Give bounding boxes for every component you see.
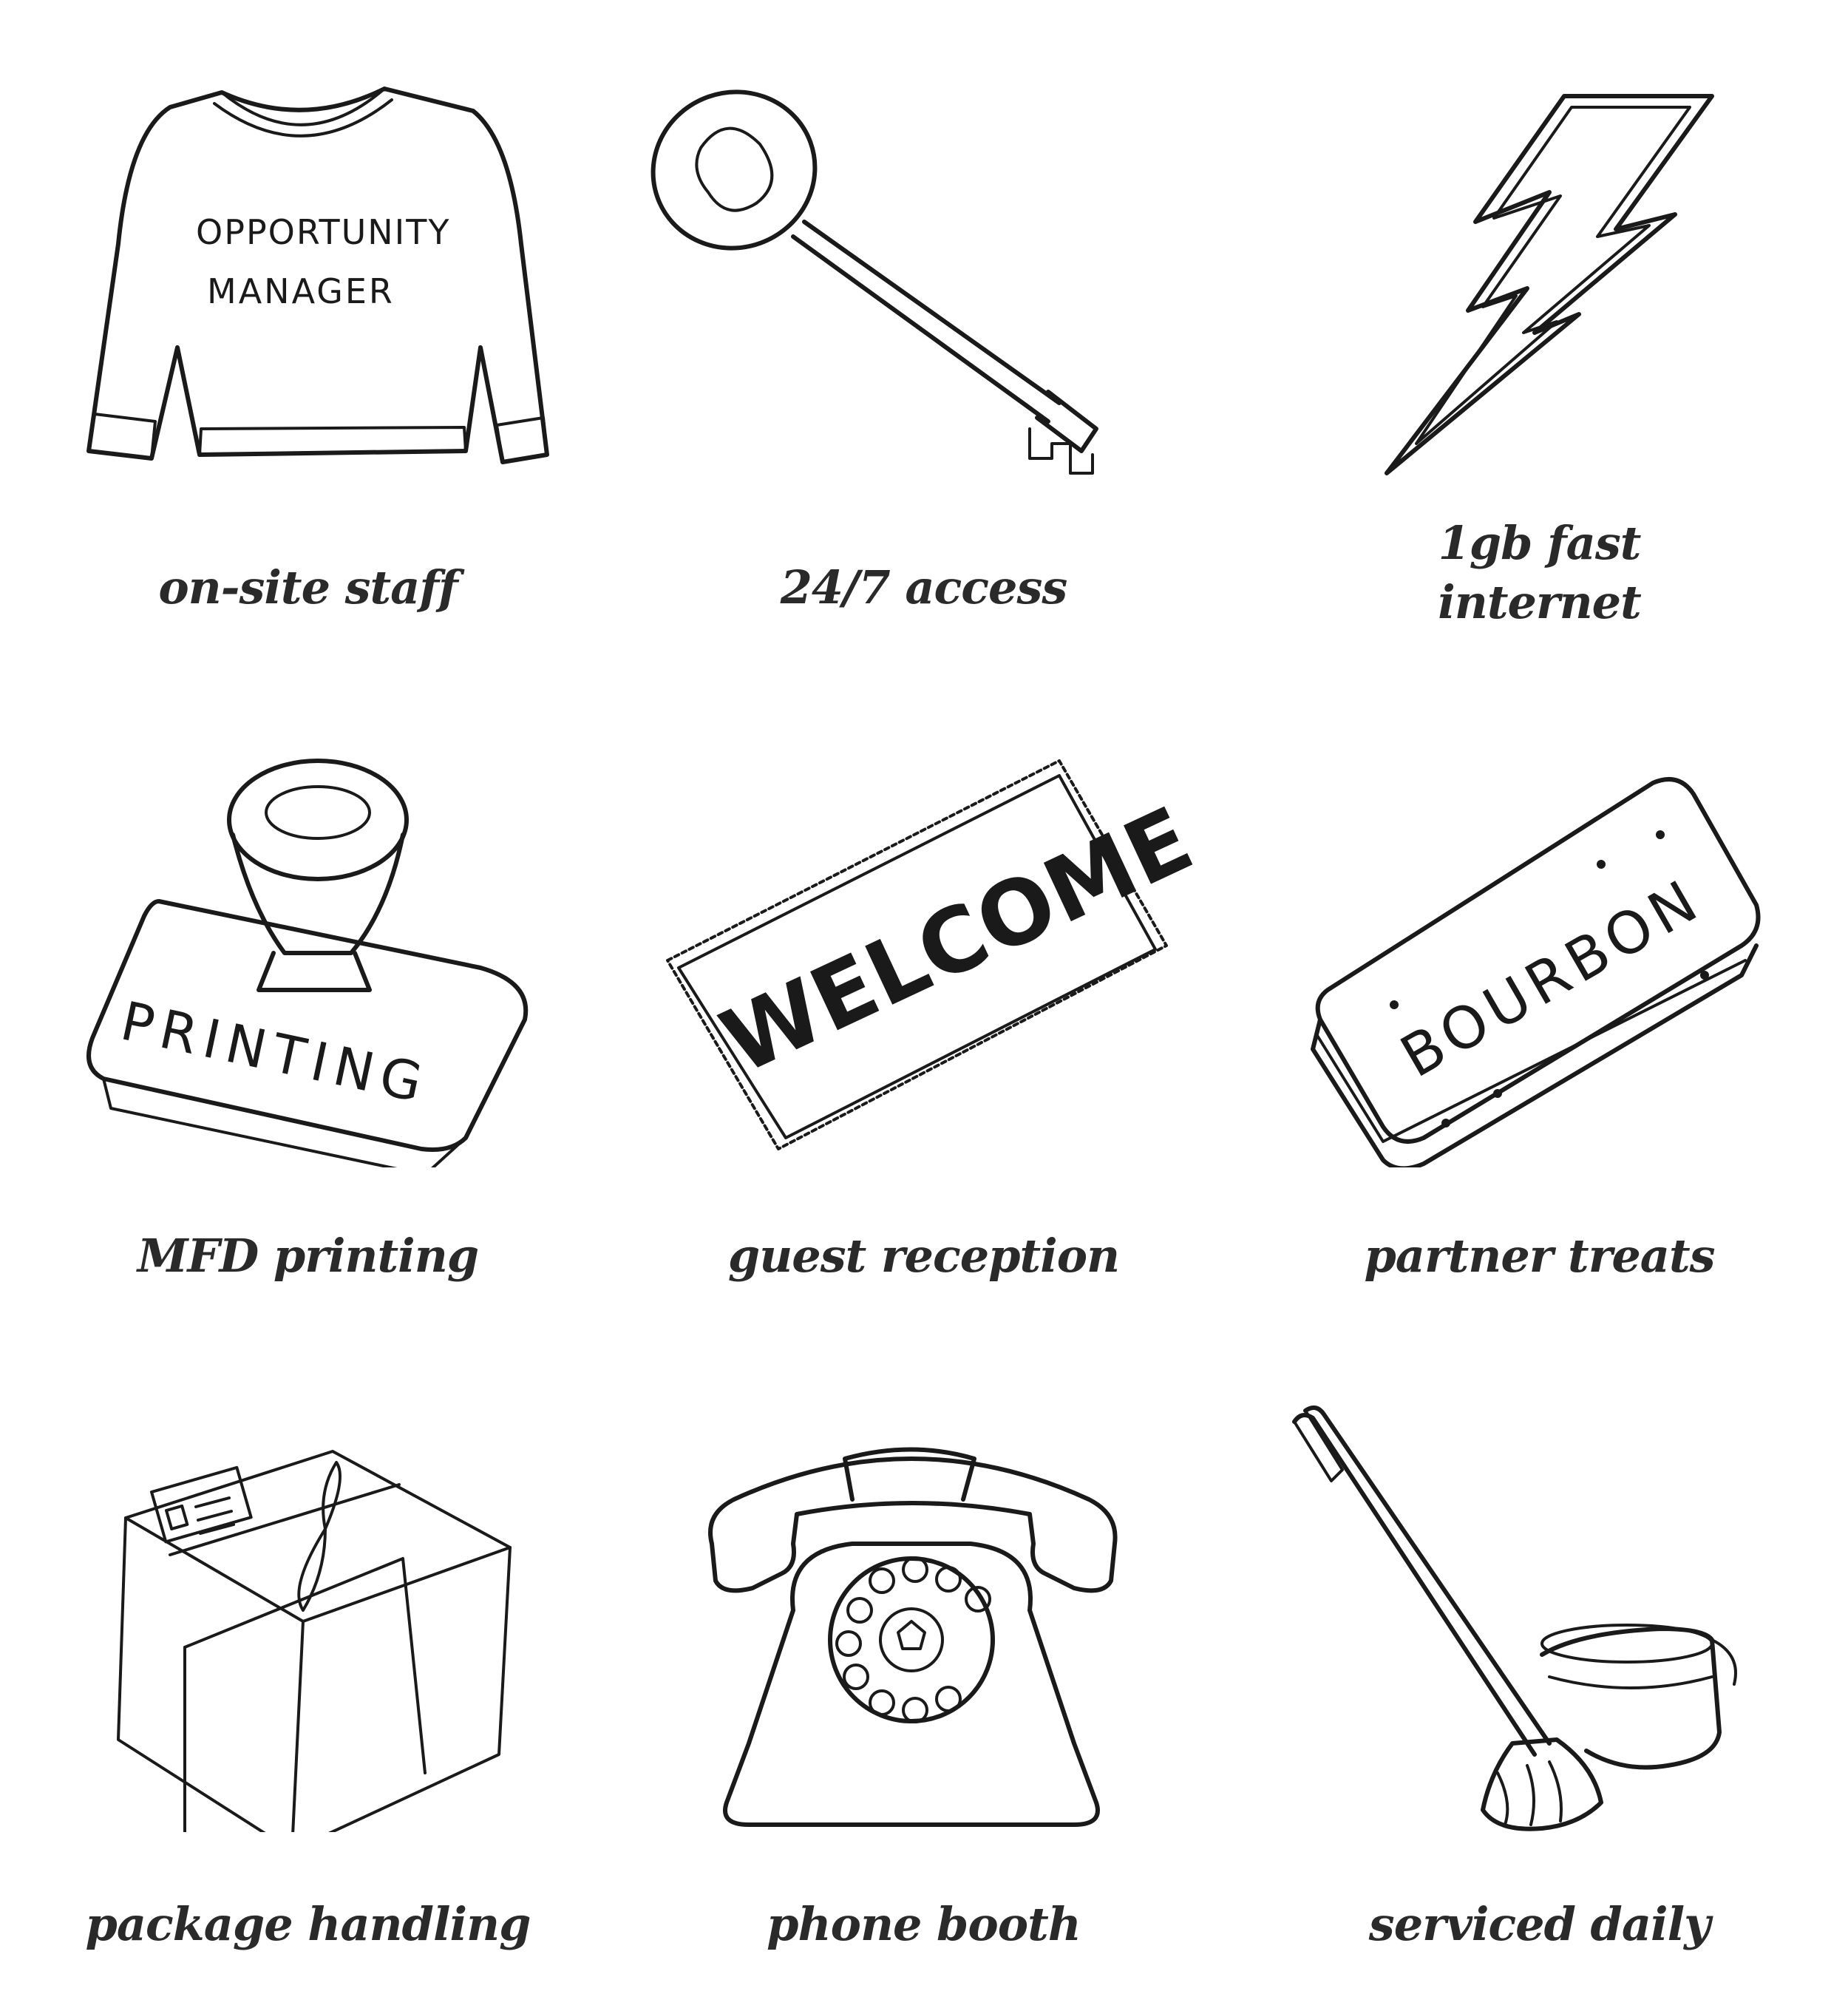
sweater-text-line-1: OPPORTUNITY (196, 212, 450, 252)
amenity-label: serviced daily (1368, 1897, 1711, 1951)
amenity-label-line-1: 1gb fast (1438, 516, 1642, 570)
rotary-phone-icon (616, 1329, 1232, 1832)
rubber-stamp-icon: PRINTING (0, 665, 616, 1176)
biscuit-icon: BOURBON (1232, 665, 1847, 1171)
doormat-icon: WELCOME (616, 665, 1232, 1167)
amenity-label: 24/7 access (780, 560, 1068, 614)
amenity-guest-reception: WELCOME guest reception (616, 665, 1232, 1329)
lightning-bolt-icon (1232, 0, 1847, 503)
amenity-phone-booth: phone booth (616, 1329, 1232, 1994)
amenity-label: guest reception (727, 1229, 1120, 1283)
parcel-icon (0, 1329, 616, 1852)
amenity-serviced-daily: serviced daily (1232, 1329, 1847, 1994)
amenity-label: package handling (85, 1897, 531, 1951)
stamp-text: PRINTING (115, 989, 435, 1115)
amenity-label: phone booth (767, 1897, 1081, 1951)
sweater-text-line-2: MANAGER (207, 271, 395, 311)
amenity-label: on-site staff (158, 560, 458, 614)
amenity-fast-internet: 1gb fast internet (1232, 0, 1847, 665)
mop-bucket-icon (1232, 1329, 1847, 1832)
amenity-on-site-staff: OPPORTUNITY MANAGER on-site staff (0, 0, 616, 665)
amenity-partner-treats: BOURBON partner treats (1232, 665, 1847, 1329)
key-icon (616, 0, 1232, 503)
amenity-label: MFD printing (137, 1229, 479, 1283)
amenity-mfd-printing: PRINTING MFD printing (0, 665, 616, 1329)
sweater-icon: OPPORTUNITY MANAGER (0, 0, 616, 503)
amenity-24-7-access: 24/7 access (616, 0, 1232, 665)
amenity-label-line-2: internet (1438, 575, 1642, 629)
amenity-label: partner treats (1364, 1229, 1715, 1283)
amenity-package-handling: package handling (0, 1329, 616, 1994)
doormat-text: WELCOME (707, 788, 1208, 1094)
